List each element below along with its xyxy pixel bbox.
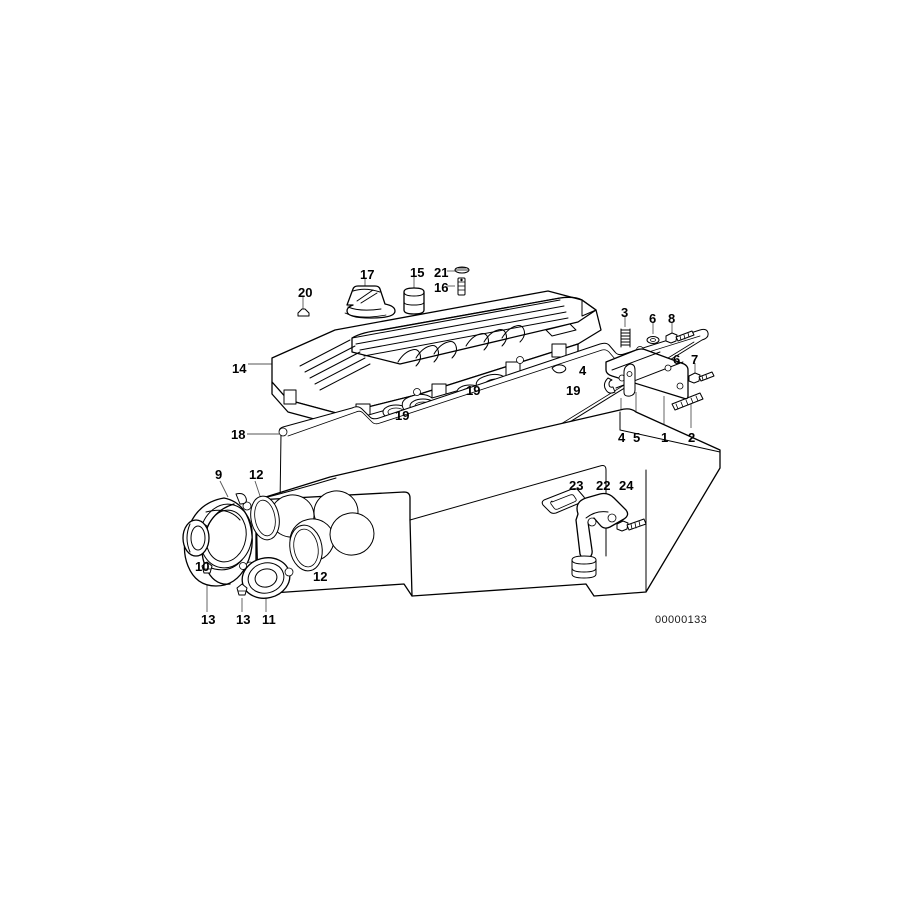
cylinder-head-block <box>255 408 721 597</box>
part-3-compression-spring <box>620 328 631 348</box>
callout-18: 18 <box>231 427 246 442</box>
callout-13-a: 13 <box>201 612 216 627</box>
part-11-cover-cap <box>239 557 294 599</box>
callout-16: 16 <box>434 280 449 295</box>
callout-14: 14 <box>232 361 247 376</box>
part-21-retaining-clip <box>454 266 470 274</box>
callout-24: 24 <box>619 478 634 493</box>
part-22-coolant-housing <box>571 492 629 579</box>
callout-7: 7 <box>691 352 699 367</box>
part-4-clip-upper <box>551 364 567 374</box>
callout-6-upper: 6 <box>649 311 657 326</box>
callout-13-b: 13 <box>236 612 251 627</box>
callout-10: 10 <box>195 559 210 574</box>
callout-9: 9 <box>215 467 223 482</box>
callout-2: 2 <box>688 430 696 445</box>
callout-4-upper: 4 <box>579 363 587 378</box>
diagram-id-label: 00000133 <box>655 614 708 626</box>
callout-8: 8 <box>668 311 676 326</box>
callout-12-upper: 12 <box>249 467 264 482</box>
callout-11: 11 <box>262 612 276 627</box>
callout-19-c: 19 <box>566 383 581 398</box>
part-5-bracket-plate <box>623 363 636 397</box>
callout-4-lower: 4 <box>618 430 626 445</box>
part-7-bolt-short <box>688 371 715 384</box>
callout-12-lower: 12 <box>313 569 328 584</box>
part-4-bracket-clip <box>603 377 616 394</box>
part-17-oil-filler-cap <box>344 285 396 319</box>
part-20-grommet-plug <box>297 308 310 317</box>
part-24-housing-bolt <box>616 518 647 532</box>
part-6-washer-upper <box>646 336 660 344</box>
part-2-stud-long <box>671 392 704 411</box>
callout-19-b: 19 <box>466 383 481 398</box>
callout-3: 3 <box>621 305 629 320</box>
callout-23: 23 <box>569 478 584 493</box>
part-15-oil-filler-neck <box>403 287 425 315</box>
part-10-shaft-seal <box>182 519 210 557</box>
part-13-nuts <box>201 561 248 596</box>
part-12-sealing-rings <box>250 495 323 572</box>
part-8-hex-bolt <box>665 330 695 344</box>
part-16-slotted-screw <box>457 277 466 296</box>
callout-5: 5 <box>633 430 641 445</box>
callout-17: 17 <box>360 267 375 282</box>
callout-1: 1 <box>661 430 669 445</box>
callout-20: 20 <box>298 285 313 300</box>
callout-6-lower: 6 <box>673 352 681 367</box>
callout-15: 15 <box>410 265 425 280</box>
callout-19-a: 19 <box>395 408 410 423</box>
callout-21: 21 <box>434 265 449 280</box>
callout-22: 22 <box>596 478 611 493</box>
